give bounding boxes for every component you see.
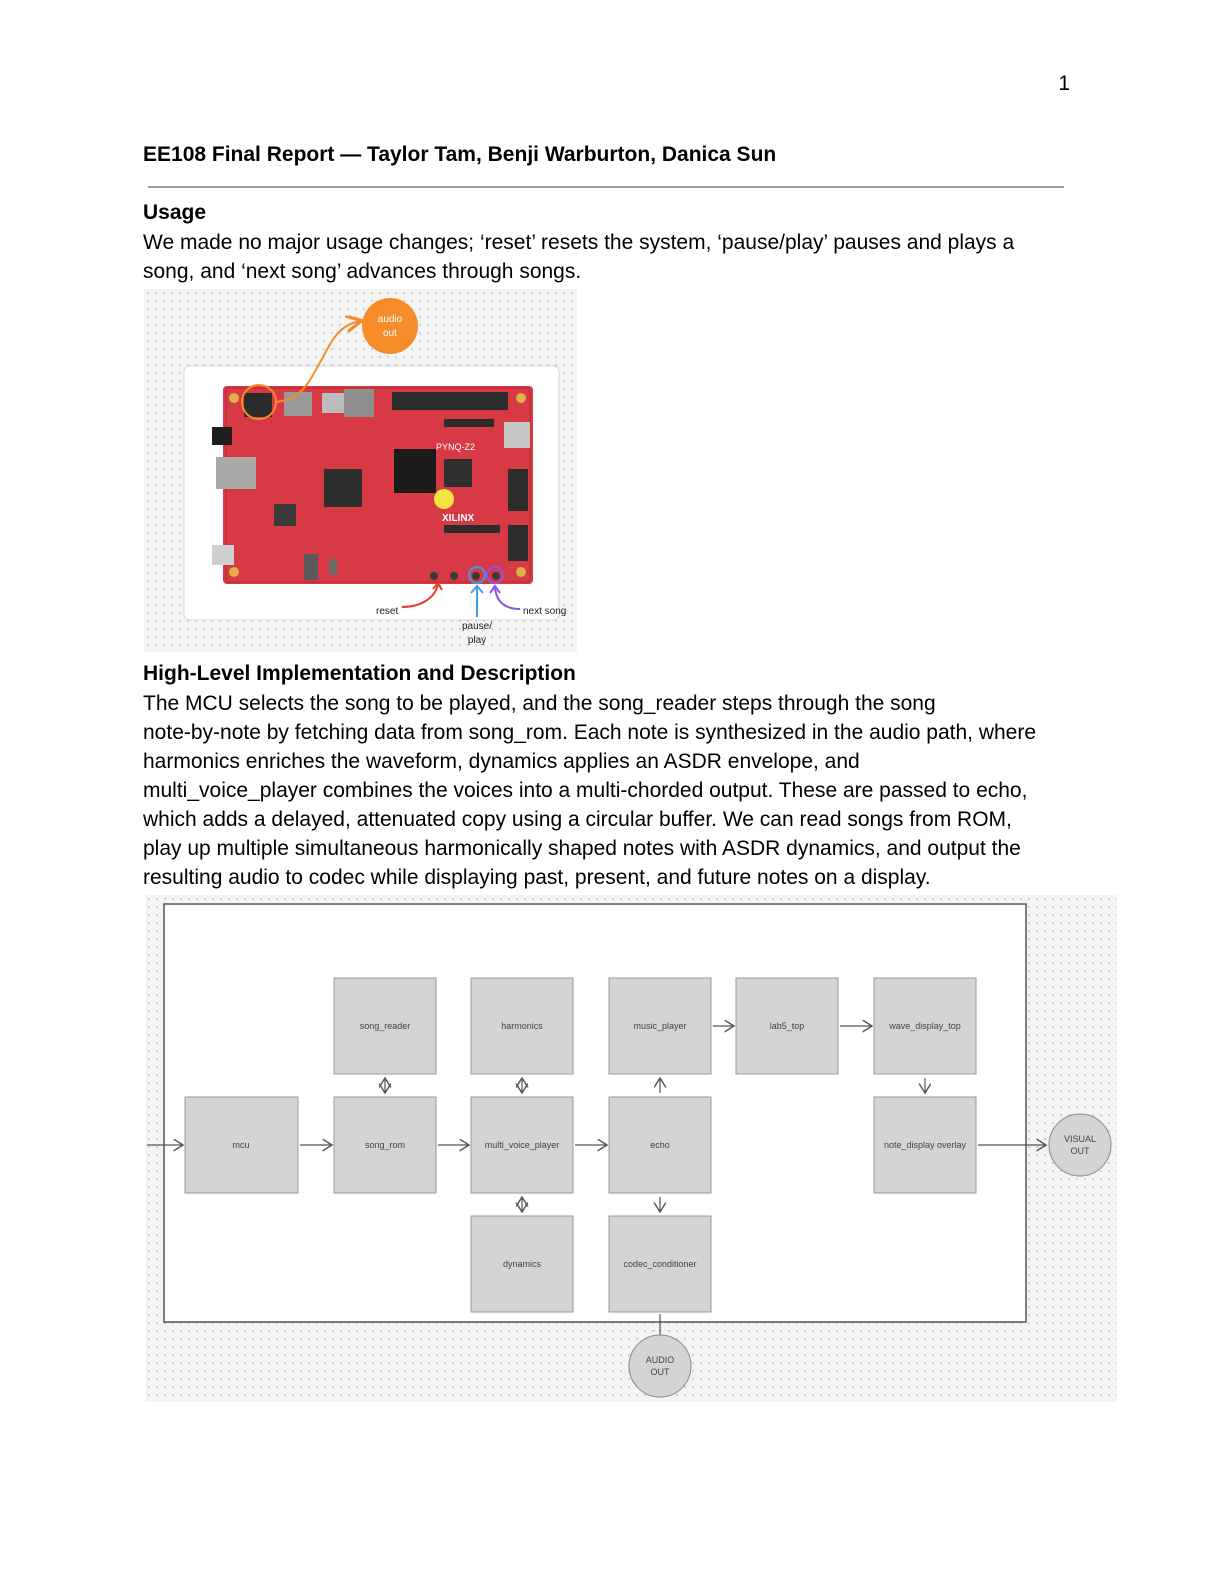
block-diagram-figure: song_reader harmonics music_player lab5_… [145,895,1117,1402]
pause-play-label: pause/ [462,621,492,632]
pynq-board-image: PYNQ-Z2 XILINX [212,386,533,584]
implementation-line: note-by-note by fetching data from song_… [143,721,1037,744]
block-multi-voice-player: multi_voice_player [470,1096,574,1194]
implementation-line: play up multiple simultaneous harmonical… [143,837,1021,860]
visual-out-node: VISUAL OUT [1048,1113,1112,1177]
implementation-heading: High-Level Implementation and Descriptio… [143,662,576,685]
implementation-line: multi_voice_player combines the voices i… [143,779,1028,802]
implementation-line: harmonics enriches the waveform, dynamic… [143,750,860,773]
visual-out-label: OUT [1071,1146,1091,1156]
pause-play-label: play [468,635,486,646]
implementation-line: The MCU selects the song to be played, a… [143,692,936,715]
block-echo: echo [608,1096,712,1194]
audio-out-label: OUT [651,1367,671,1377]
board-figure: PYNQ-Z2 XILINX audio out reset pause/ pl… [144,289,577,652]
audio-out-label: audio [378,314,403,325]
block-label: song_rom [365,1140,405,1150]
block-label: dynamics [503,1259,542,1269]
block-codec-conditioner: codec_conditioner [608,1215,712,1313]
block-wave-display-top: wave_display_top [873,977,977,1075]
next-song-highlight [486,566,504,584]
usage-line: We made no major usage changes; ‘reset’ … [143,231,1015,254]
block-mcu: mcu [184,1096,299,1194]
implementation-paragraph: The MCU selects the song to be played, a… [143,689,1083,892]
audio-out-circle [362,298,418,354]
block-harmonics: harmonics [470,977,574,1075]
audio-out-arrow [275,321,360,403]
page-number: 1 [1058,72,1070,95]
next-song-arrow [494,586,521,610]
usage-heading: Usage [143,201,207,224]
block-label: music_player [633,1021,686,1031]
title-divider [148,186,1064,188]
block-label: echo [650,1140,670,1150]
board-label-pynq: PYNQ-Z2 [436,442,475,452]
audio-out-label: out [383,328,397,339]
block-label: song_reader [360,1021,411,1031]
implementation-line: resulting audio to codec while displayin… [143,866,931,889]
block-note-display-overlay: note_display overlay [873,1096,977,1194]
block-song-reader: song_reader [333,977,437,1075]
block-label: mcu [232,1140,249,1150]
next-song-label: next song [523,606,566,617]
block-music-player: music_player [608,977,712,1075]
block-label: note_display overlay [884,1140,967,1150]
usage-line: song, and ‘next song’ advances through s… [143,260,582,283]
reset-arrow [401,584,439,608]
block-lab5-top: lab5_top [735,977,839,1075]
reset-label: reset [376,606,398,617]
block-dynamics: dynamics [470,1215,574,1313]
block-song-rom: song_rom [333,1096,437,1194]
block-label: lab5_top [770,1021,805,1031]
block-label: wave_display_top [888,1021,961,1031]
usage-paragraph: We made no major usage changes; ‘reset’ … [143,228,1083,286]
audio-out-label: AUDIO [646,1355,675,1365]
pause-play-highlight [468,566,486,584]
audio-out-node: AUDIO OUT [628,1334,692,1398]
block-label: codec_conditioner [623,1259,696,1269]
block-label: harmonics [501,1021,543,1031]
visual-out-label: VISUAL [1064,1134,1096,1144]
block-label: multi_voice_player [485,1140,560,1150]
report-title: EE108 Final Report — Taylor Tam, Benji W… [143,143,777,166]
implementation-line: which adds a delayed, attenuated copy us… [143,808,1012,831]
board-label-xilinx: XILINX [442,513,475,524]
